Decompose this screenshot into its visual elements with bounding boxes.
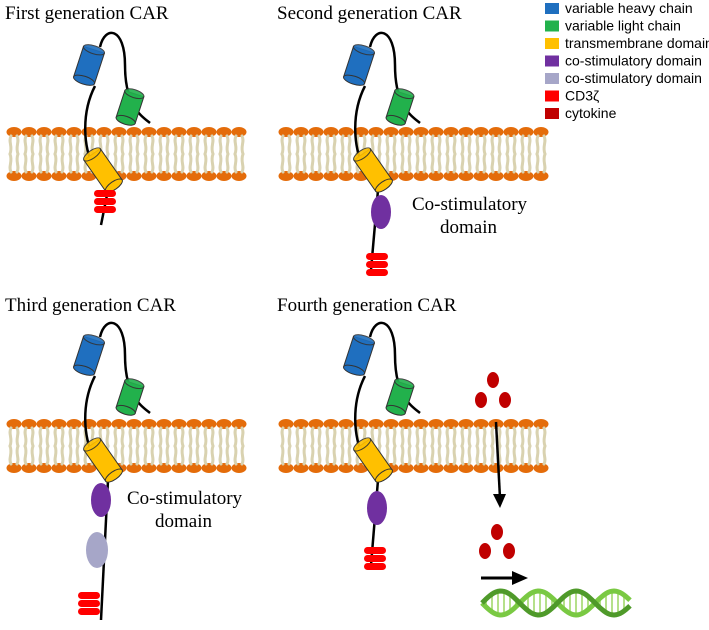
dna-icon bbox=[480, 588, 632, 618]
legend-item: co-stimulatory domain bbox=[545, 53, 702, 69]
cd3z-domain bbox=[94, 190, 116, 213]
costim-label-third-line2: domain bbox=[155, 511, 212, 532]
legend-swatch bbox=[545, 73, 559, 84]
legend-item: CD3ζ bbox=[545, 88, 599, 104]
membrane-fourth bbox=[277, 417, 550, 475]
heavy-chain bbox=[342, 334, 376, 376]
light-chain bbox=[385, 88, 415, 126]
costim-domain-2 bbox=[86, 532, 108, 568]
legend-label: CD3ζ bbox=[565, 88, 599, 104]
costim-domain-1 bbox=[91, 483, 111, 517]
panel-title-first: First generation CAR bbox=[5, 3, 169, 24]
cytokine-cluster-top bbox=[475, 372, 511, 408]
legend-swatch bbox=[545, 20, 559, 32]
legend-item: co-stimulatory domain bbox=[545, 70, 702, 86]
costim-domain-1 bbox=[367, 491, 387, 525]
membrane-second bbox=[277, 125, 550, 183]
legend-label: cytokine bbox=[565, 105, 617, 121]
membrane-third bbox=[5, 417, 248, 475]
panel-title-third: Third generation CAR bbox=[5, 295, 176, 316]
legend-label: transmembrane domain bbox=[565, 35, 709, 51]
arrow-down-icon bbox=[493, 421, 506, 508]
cd3z-domain bbox=[364, 547, 386, 570]
panel-title-fourth: Fourth generation CAR bbox=[277, 295, 457, 316]
legend-swatch bbox=[545, 3, 559, 14]
light-chain bbox=[115, 378, 145, 416]
legend-item: transmembrane domain bbox=[545, 35, 709, 51]
car-constructs bbox=[72, 31, 421, 621]
membrane-first bbox=[5, 125, 248, 183]
legend: variable heavy chain variable light chain… bbox=[545, 0, 709, 121]
legend-swatch bbox=[545, 55, 559, 67]
heavy-chain bbox=[72, 44, 106, 86]
car-fourth-gen bbox=[342, 321, 421, 570]
panel-title-second: Second generation CAR bbox=[277, 3, 462, 24]
heavy-chain bbox=[342, 44, 376, 86]
heavy-chain bbox=[72, 334, 106, 376]
costim-label-second-line2: domain bbox=[440, 217, 497, 238]
car-third-gen bbox=[72, 321, 151, 621]
car-second-gen bbox=[342, 31, 421, 276]
legend-item: variable light chain bbox=[545, 18, 681, 34]
legend-item: cytokine bbox=[545, 105, 617, 121]
transmembrane-domain bbox=[353, 437, 393, 483]
cytokine-cluster-bottom bbox=[479, 524, 515, 559]
cytokine-pathway bbox=[475, 372, 632, 618]
legend-swatch bbox=[545, 38, 559, 49]
car-first-gen bbox=[72, 31, 151, 226]
legend-label: co-stimulatory domain bbox=[565, 53, 702, 69]
legend-label: variable heavy chain bbox=[565, 0, 693, 16]
light-chain bbox=[115, 88, 145, 126]
cd3z-domain bbox=[78, 592, 100, 615]
costim-label-third-line1: Co-stimulatory bbox=[127, 488, 243, 509]
cd3z-domain bbox=[366, 253, 388, 276]
costim-domain-1 bbox=[371, 195, 391, 229]
transmembrane-domain bbox=[83, 147, 123, 193]
light-chain bbox=[385, 378, 415, 416]
legend-swatch bbox=[545, 108, 559, 119]
arrow-right-icon bbox=[481, 571, 528, 585]
costim-label-second-line1: Co-stimulatory bbox=[412, 194, 528, 215]
transmembrane-domain bbox=[353, 147, 393, 193]
legend-swatch bbox=[545, 90, 559, 102]
legend-label: variable light chain bbox=[565, 18, 681, 34]
transmembrane-domain bbox=[83, 437, 123, 483]
legend-label: co-stimulatory domain bbox=[565, 70, 702, 86]
legend-item: variable heavy chain bbox=[545, 0, 693, 16]
